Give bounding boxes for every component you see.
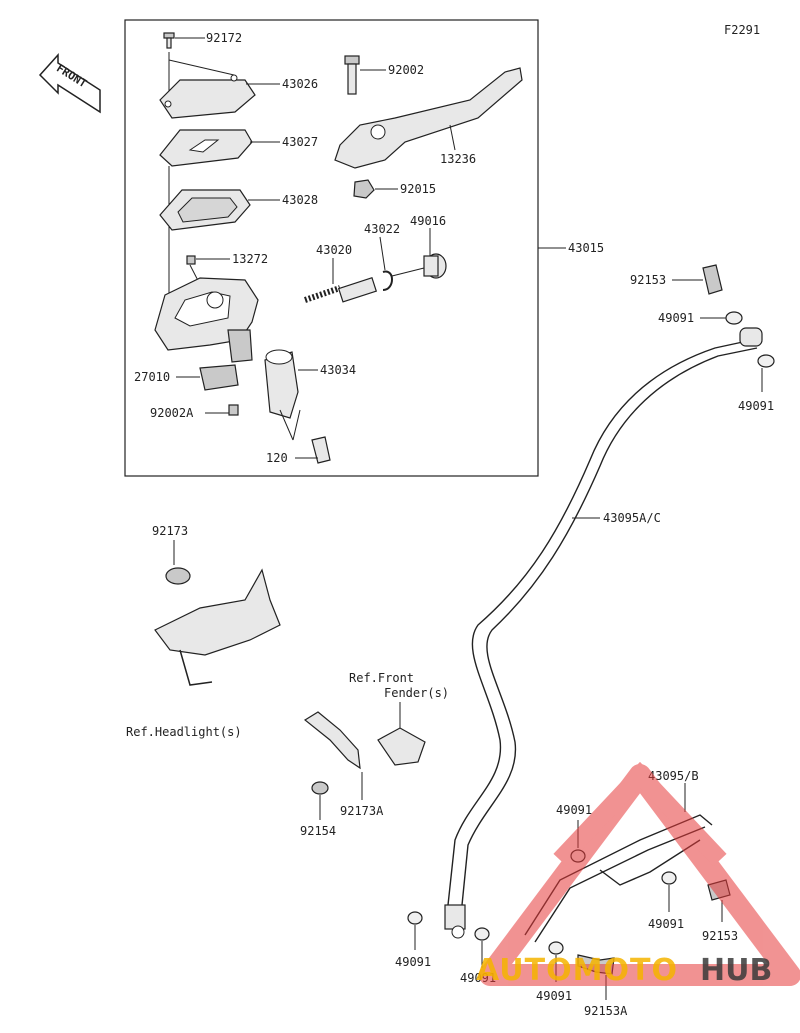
boot-49016: [391, 253, 447, 279]
label-92173A: 92173A: [340, 804, 384, 818]
label-43026: 43026: [282, 77, 318, 91]
label-49091-b1: 49091: [556, 803, 592, 817]
washer-49091-b4: [474, 927, 490, 941]
piston-43020: [304, 277, 378, 303]
label-43095AC: 43095A/C: [603, 511, 661, 525]
label-43015: 43015: [568, 241, 604, 255]
watermark-triangle-icon: [479, 764, 800, 986]
washer-49091-top1: [725, 311, 743, 325]
label-49091-b5: 49091: [536, 989, 572, 1003]
bracket-92173: [154, 567, 281, 686]
automotohub-watermark: [479, 761, 800, 986]
label-49091-top1: 49091: [658, 311, 694, 325]
pivot-bolt-92002: [344, 55, 360, 95]
label-92002A: 92002A: [150, 406, 194, 420]
label-13272: 13272: [232, 252, 268, 266]
label-ref-headlight: Ref.Headlight(s): [126, 725, 242, 739]
bolt-120: [311, 436, 331, 464]
label-43027: 43027: [282, 135, 318, 149]
washer-49091-top2: [757, 354, 775, 368]
label-92154: 92154: [300, 824, 336, 838]
label-ref-front-2: Fender(s): [384, 686, 449, 700]
label-49016: 49016: [410, 214, 446, 228]
bracket-92173A: [303, 711, 426, 770]
diagram-code: F2291: [724, 23, 760, 37]
label-49091-b3: 49091: [395, 955, 431, 969]
washer-49091-b2: [661, 871, 677, 885]
screw-92154: [311, 781, 329, 795]
label-92153-bottom: 92153: [702, 929, 738, 943]
label-92153A: 92153A: [584, 1004, 628, 1018]
label-92153-top: 92153: [630, 273, 666, 287]
hose-fitting: [444, 904, 466, 930]
label-92173: 92173: [152, 524, 188, 538]
label-43034: 43034: [320, 363, 356, 377]
brake-hose-43095AC: [447, 327, 763, 906]
label-43020: 43020: [316, 243, 352, 257]
reservoir-cap-43026: [159, 79, 256, 119]
clamp-43034: [264, 349, 299, 419]
label-43095B: 43095/B: [648, 769, 699, 783]
label-49091-b2: 49091: [648, 917, 684, 931]
watermark-brand-b: HUB: [700, 953, 772, 988]
banjo-bolt-92153-top: [702, 264, 723, 295]
nut-92015: [353, 179, 375, 199]
switch-27010: [199, 364, 239, 391]
label-120: 120: [266, 451, 288, 465]
label-49091-top2: 49091: [738, 399, 774, 413]
screw-13272: [186, 255, 196, 265]
label-ref-front-1: Ref.Front: [349, 671, 414, 685]
label-92015: 92015: [400, 182, 436, 196]
label-43022: 43022: [364, 222, 400, 236]
watermark-brand-a: AUTOMOTO: [476, 953, 678, 988]
label-43028: 43028: [282, 193, 318, 207]
screw-92172: [163, 32, 175, 49]
circlip-43022: [382, 270, 393, 291]
label-92172: 92172: [206, 31, 242, 45]
screw-92002A: [228, 404, 239, 416]
washer-49091-b3: [407, 911, 423, 925]
label-92002: 92002: [388, 63, 424, 77]
master-cylinder-body: [154, 277, 259, 363]
front-arrow-icon: FRONT: [38, 53, 101, 114]
label-27010: 27010: [134, 370, 170, 384]
washer-49091-b5: [548, 941, 564, 955]
lever-13236: [334, 67, 523, 169]
label-13236: 13236: [440, 152, 476, 166]
